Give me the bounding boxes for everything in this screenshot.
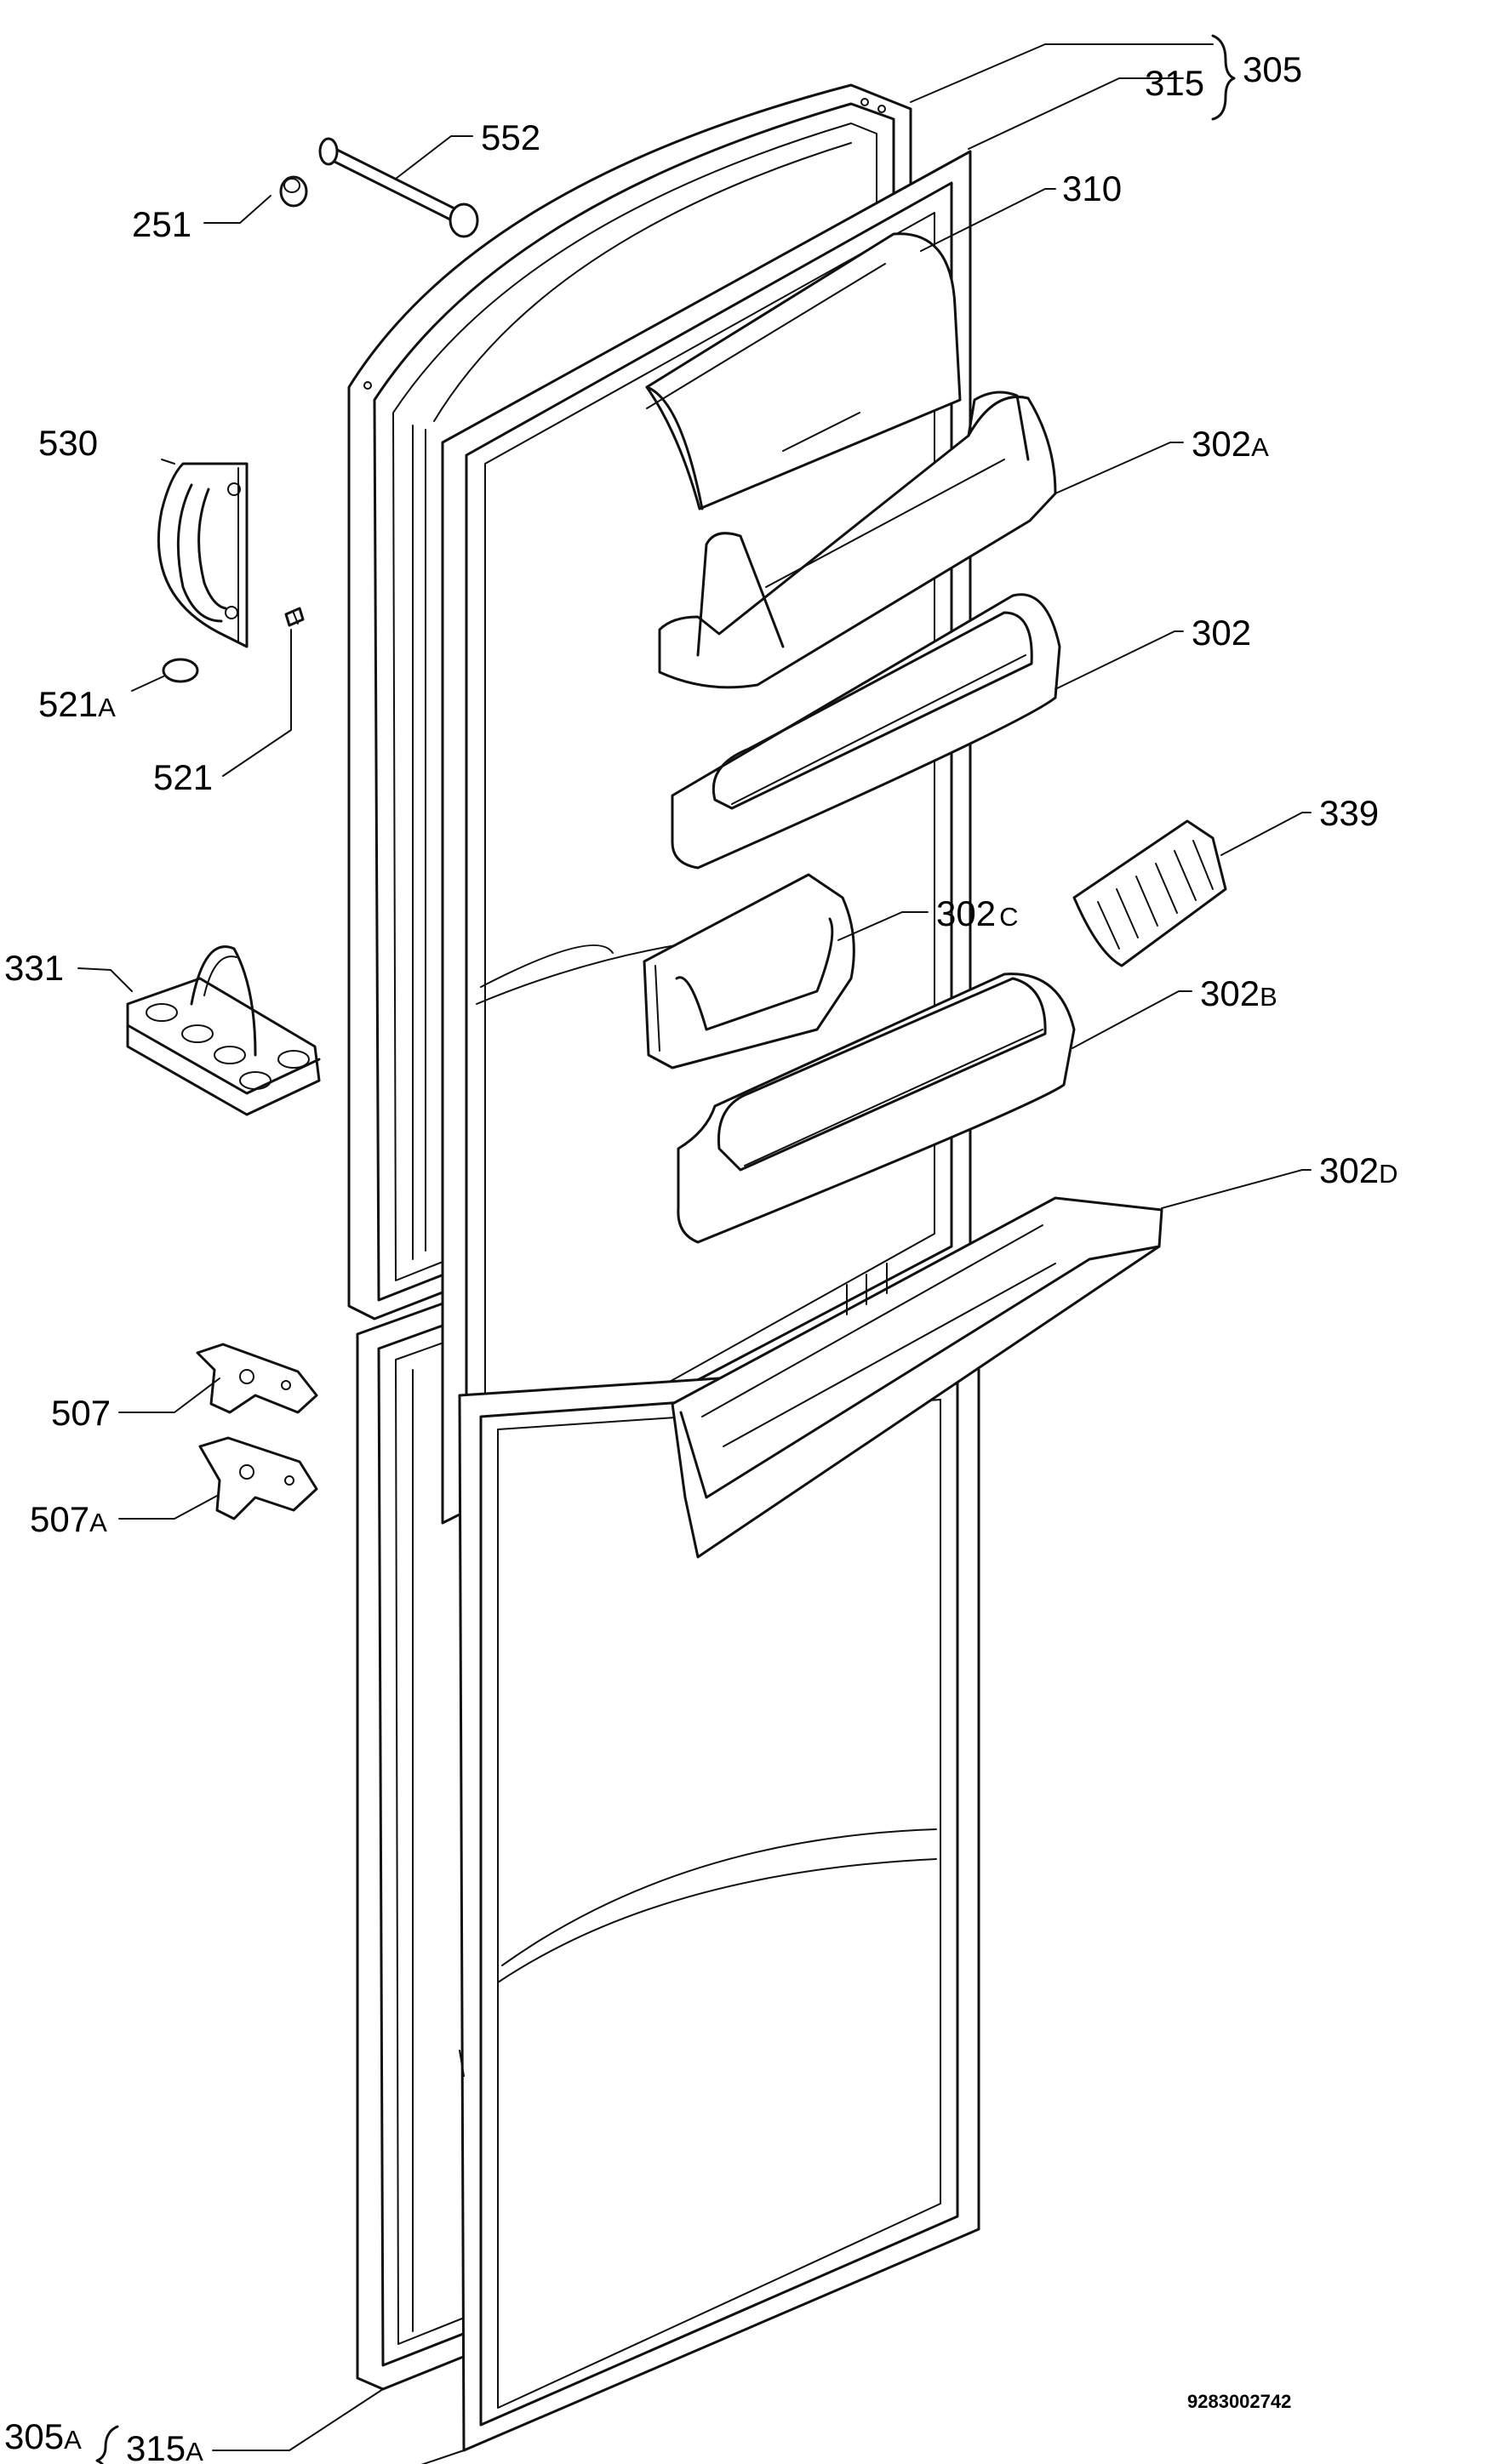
label-552: 552	[481, 117, 540, 157]
label-339: 339	[1319, 793, 1379, 833]
label-305: 305	[1243, 49, 1302, 89]
label-251: 251	[132, 204, 191, 244]
label-315: 315	[1145, 63, 1204, 103]
label-302b: 302B	[1200, 973, 1277, 1013]
bottle-shelf-302	[671, 593, 1061, 870]
label-521a: 521A	[38, 684, 116, 724]
label-530: 530	[38, 423, 98, 463]
label-507: 507	[51, 1393, 111, 1433]
handle-cap-521a	[162, 658, 199, 683]
bottle-shelf-302b	[677, 972, 1076, 1244]
screw-521	[284, 607, 305, 627]
bushing-251	[279, 175, 308, 208]
label-302: 302	[1192, 613, 1251, 653]
lower-gasket	[458, 1360, 980, 2452]
bottle-shelf-302a	[658, 391, 1057, 689]
hinge-pin-552	[318, 137, 479, 238]
bottle-shelf-302d	[671, 1196, 1163, 1559]
label-331: 331	[4, 948, 64, 988]
hinge-507a	[198, 1436, 318, 1520]
group-braces	[95, 34, 1236, 2464]
label-302d: 302D	[1319, 1150, 1397, 1190]
handle-530	[157, 462, 249, 648]
label-310: 310	[1062, 168, 1122, 208]
label-521: 521	[153, 757, 213, 797]
label-302a: 302A	[1192, 424, 1269, 464]
leader-lines	[77, 43, 1312, 2464]
reference-number: 9283002742	[1187, 2391, 1291, 2412]
egg-tray-331	[126, 945, 321, 1116]
label-305a: 305A	[4, 2416, 82, 2456]
lid-339	[1072, 819, 1227, 967]
shelf-302c	[643, 873, 855, 1069]
label-315a: 315A	[126, 2428, 203, 2464]
label-507a: 507A	[30, 1499, 107, 1539]
hinge-507	[196, 1343, 318, 1414]
flap-310	[645, 232, 962, 510]
